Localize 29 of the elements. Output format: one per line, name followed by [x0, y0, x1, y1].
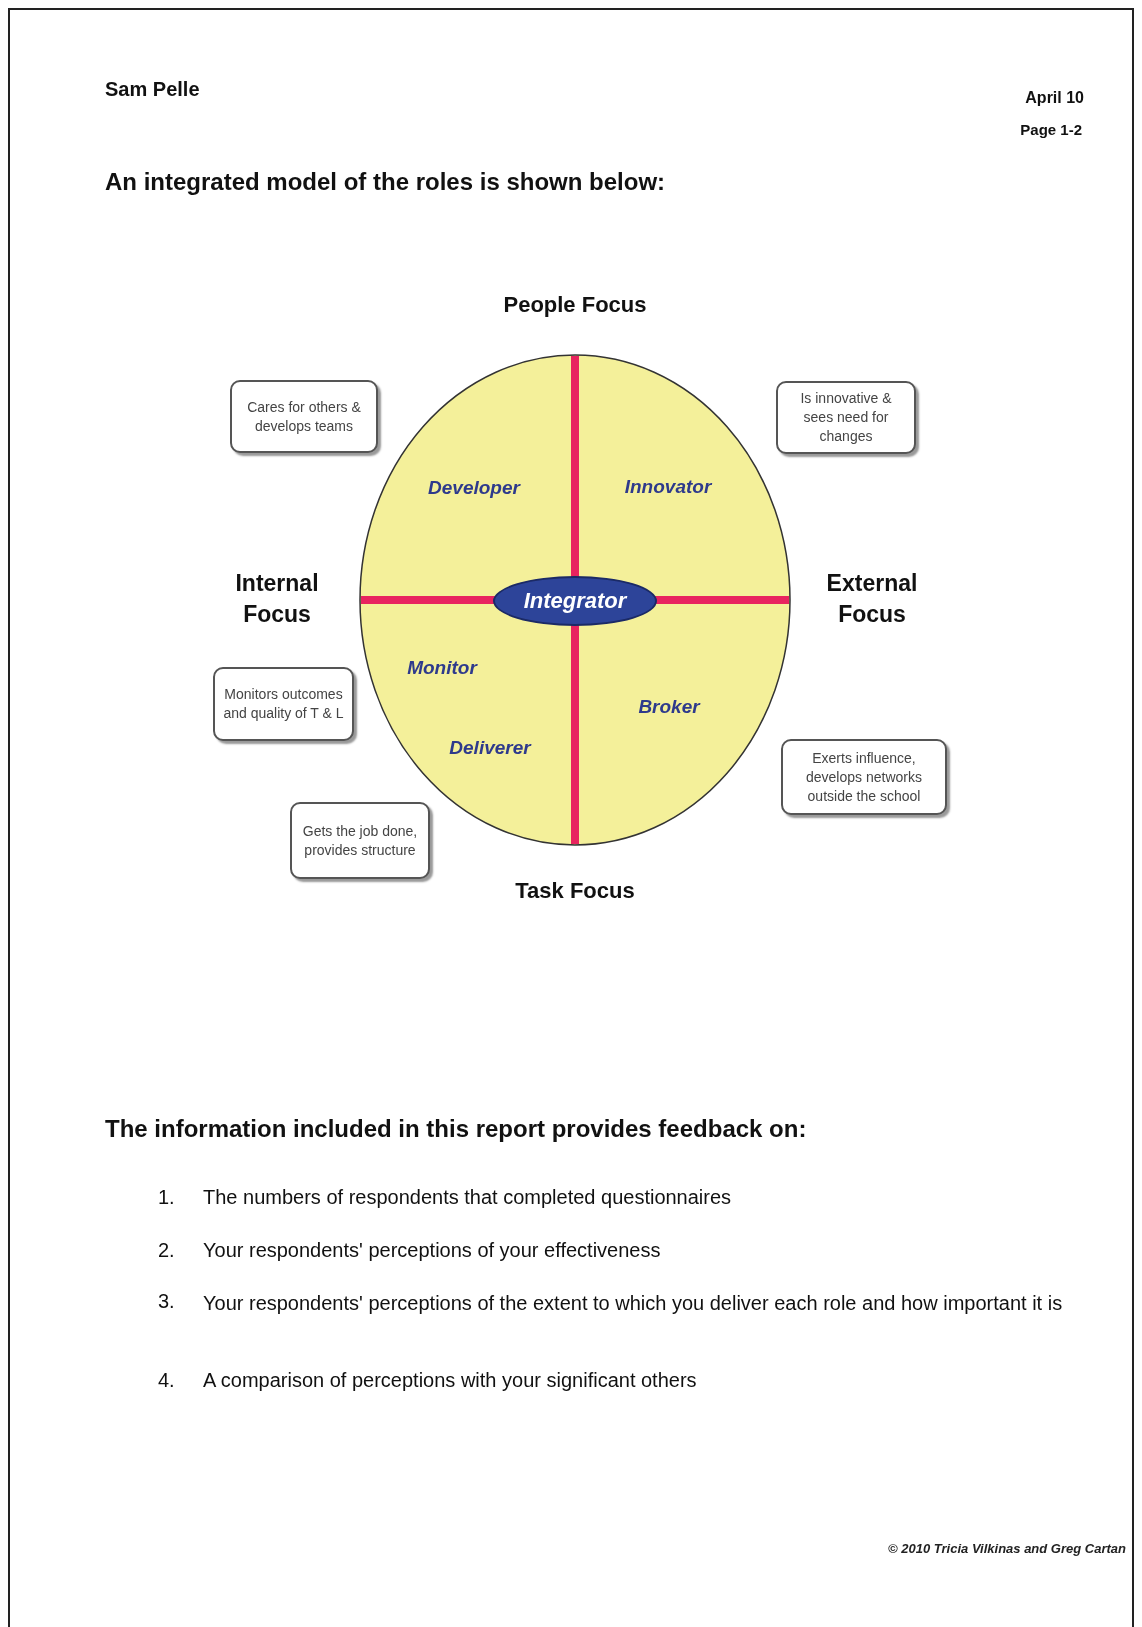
section-heading: The information included in this report provides feedback on: [105, 1115, 807, 1143]
axis-label: Task Focus [514, 878, 636, 904]
list-item: Your respondents' perceptions of your effectiveness [203, 1239, 661, 1262]
axis-label: People Focus [502, 292, 648, 318]
copyright-notice: © 2010 Tricia Vilkinas and Greg Cartan [888, 1541, 1126, 1556]
axis-label: External Focus [825, 569, 919, 629]
role-label: Monitor [407, 657, 477, 679]
callout-box: Gets the job done, provides structure [290, 802, 430, 879]
role-label: Innovator [624, 476, 712, 498]
role-label: Deliverer [449, 737, 531, 759]
page-heading: An integrated model of the roles is shown below: [105, 168, 666, 196]
role-label: Broker [638, 696, 700, 718]
list-number: 3. [158, 1290, 175, 1313]
list-item: The numbers of respondents that completed questionnaires [203, 1186, 732, 1209]
model-circle [359, 354, 791, 846]
list-number: 1. [158, 1186, 175, 1209]
list-number: 2. [158, 1239, 175, 1262]
callout-box: Exerts influence, develops networks outside the school [781, 739, 947, 815]
callout-box: Is innovative & sees need for changes [776, 381, 916, 454]
list-number: 4. [158, 1369, 175, 1392]
list-item: Your respondents' perceptions of the extent to which you deliver each role and how important it is [203, 1291, 1063, 1316]
callout-box: Cares for others & develops teams [230, 380, 378, 453]
page-number: Page 1-2 [1020, 121, 1082, 138]
author-name: Sam Pelle [105, 78, 200, 101]
date: April 10 [1025, 89, 1084, 107]
axis-label: Internal Focus [234, 569, 320, 629]
callout-box: Monitors outcomes and quality of T & L [213, 667, 354, 741]
list-item: A comparison of perceptions with your significant others [203, 1369, 697, 1392]
role-label: Developer [428, 477, 520, 499]
